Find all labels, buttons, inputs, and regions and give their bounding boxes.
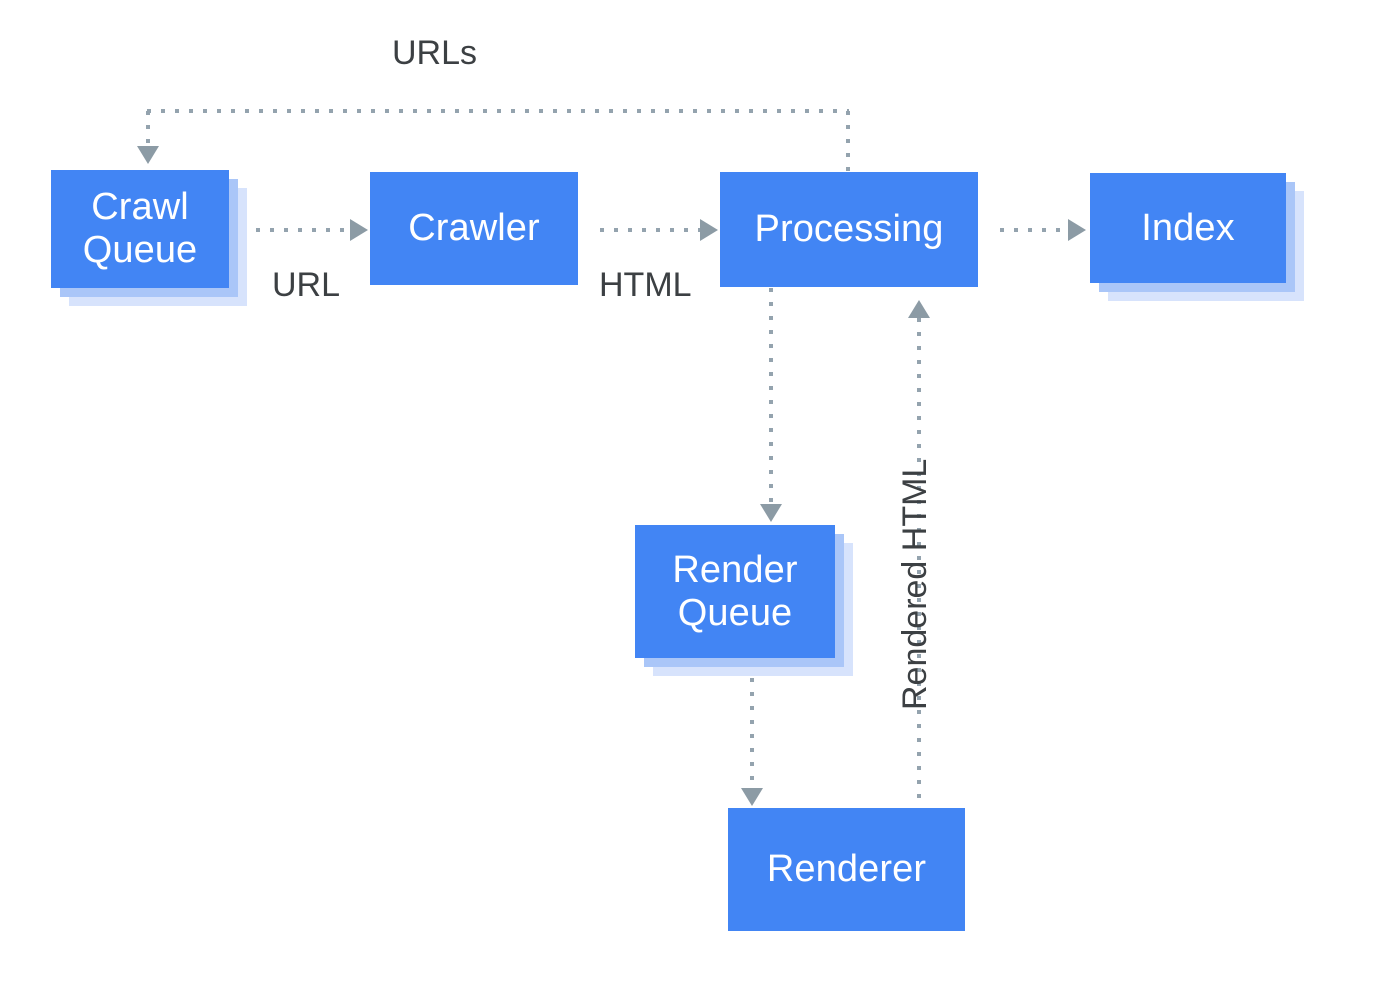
arrowhead-urls-into-crawl-queue	[137, 146, 159, 164]
connector-render-queue-to-renderer	[750, 678, 754, 788]
edge-label-url: URL	[272, 266, 341, 304]
edge-label-html: HTML	[599, 266, 692, 304]
node-renderer[interactable]: Renderer	[728, 808, 965, 931]
connector-crawler-to-processing	[600, 228, 702, 232]
node-face: Render Queue	[635, 525, 835, 658]
node-face: Index	[1090, 173, 1286, 283]
edge-label-urls: URLs	[392, 34, 478, 72]
node-crawler[interactable]: Crawler	[370, 172, 578, 285]
node-processing[interactable]: Processing	[720, 172, 978, 287]
node-face: Renderer	[728, 808, 965, 931]
node-label-renderer: Renderer	[766, 848, 927, 891]
arrowhead-into-renderer	[741, 788, 763, 806]
connector-processing-to-index	[1000, 228, 1070, 232]
arrowhead-into-render-queue	[760, 504, 782, 522]
arrowhead-into-processing-bottom	[908, 300, 930, 318]
node-label-crawl-queue: Crawl Queue	[82, 186, 198, 271]
arrowhead-into-crawler	[350, 219, 368, 241]
arrowhead-into-processing	[700, 219, 718, 241]
node-index[interactable]: Index	[1090, 173, 1304, 301]
connector-renderer-to-processing	[917, 318, 921, 810]
node-render-queue[interactable]: Render Queue	[635, 525, 853, 676]
node-crawl-queue[interactable]: Crawl Queue	[51, 170, 247, 306]
node-label-index: Index	[1141, 206, 1235, 249]
connector-processing-to-render-queue	[769, 288, 773, 504]
connector-urls-to-crawl-queue-drop	[146, 111, 150, 147]
arrowhead-into-index	[1068, 219, 1086, 241]
edge-label-rendered-html: Rendered HTML	[896, 458, 934, 710]
connector-urls-horizontal	[147, 109, 849, 113]
node-label-processing: Processing	[754, 208, 944, 251]
node-label-crawler: Crawler	[408, 207, 540, 250]
connector-processing-to-urls-riser	[846, 111, 850, 173]
node-label-render-queue: Render Queue	[672, 548, 798, 634]
node-face: Processing	[720, 172, 978, 287]
node-face: Crawler	[370, 172, 578, 285]
node-face: Crawl Queue	[51, 170, 229, 288]
connector-crawl-queue-to-crawler	[256, 228, 352, 232]
